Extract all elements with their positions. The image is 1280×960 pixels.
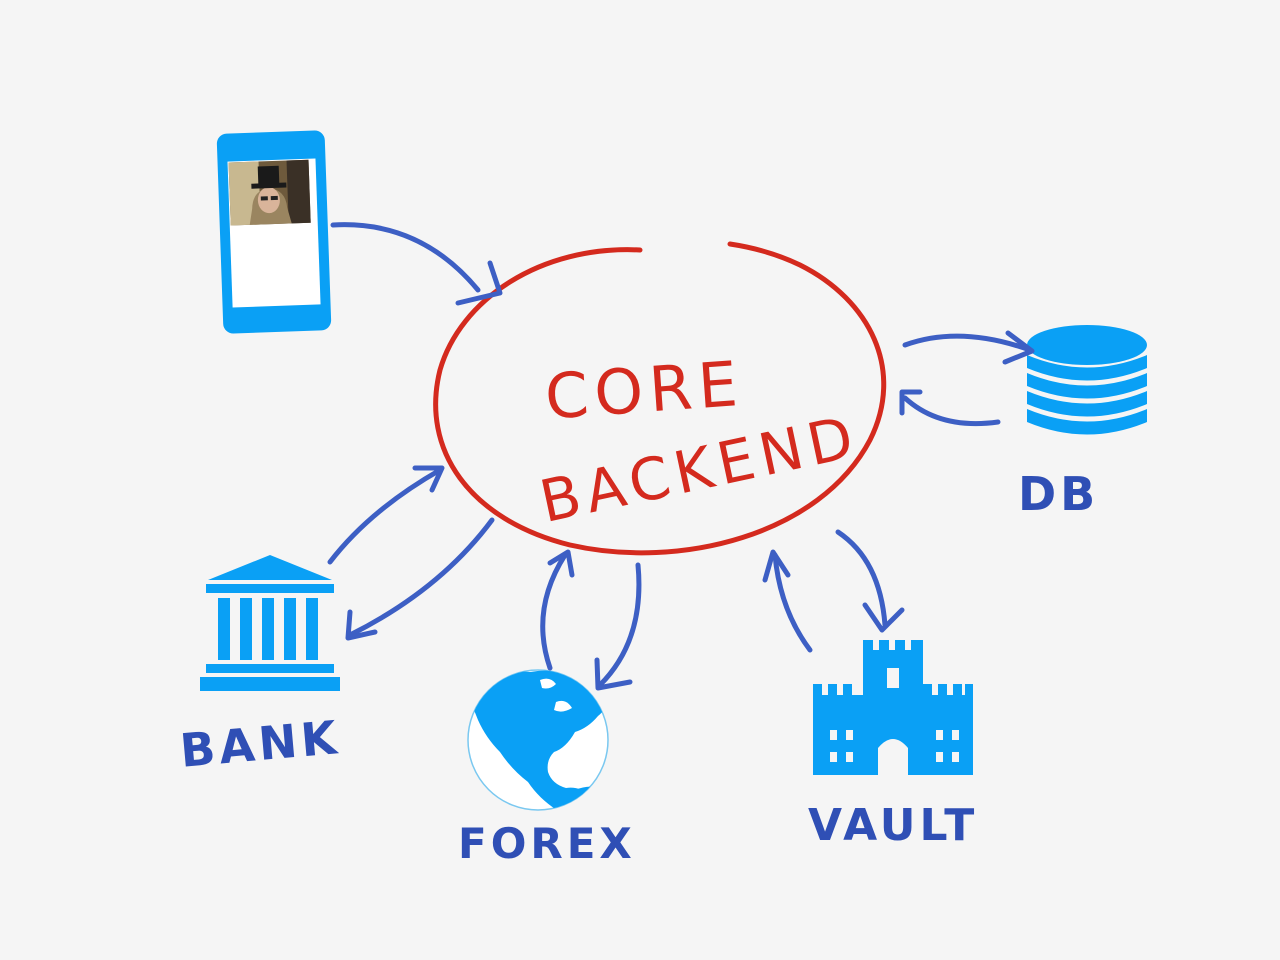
core-ring	[433, 241, 887, 556]
arrow-phone-to-core	[330, 222, 503, 306]
phone-icon	[216, 130, 332, 334]
vault-node: VAULT	[808, 640, 978, 851]
bank-node: BANK	[178, 555, 343, 778]
phone-node	[216, 130, 332, 334]
forex-label: FOREX	[458, 819, 636, 868]
arrow-bank-to-core	[327, 465, 445, 565]
arrow-forex-to-core	[540, 549, 575, 671]
database-icon	[1027, 325, 1147, 435]
db-label: DB	[1018, 467, 1099, 521]
arrow-core-to-vault	[835, 529, 905, 633]
bank-icon	[200, 555, 340, 691]
core-label-line1: CORE	[543, 347, 746, 434]
vault-label: VAULT	[808, 800, 978, 851]
arrow-core-to-bank	[345, 517, 495, 641]
arrow-vault-to-core	[762, 549, 813, 653]
core-backend-node: CORE BACKEND	[433, 241, 887, 556]
globe-icon	[467, 669, 609, 811]
arrow-core-to-db	[902, 330, 1035, 365]
arrow-core-to-forex	[594, 562, 642, 691]
user-avatar	[228, 159, 311, 226]
db-node: DB	[1018, 325, 1147, 521]
forex-node: FOREX	[458, 669, 636, 868]
castle-icon	[813, 640, 973, 775]
arrow-db-to-core	[899, 389, 1001, 427]
arrows	[327, 222, 1035, 691]
bank-label: BANK	[178, 710, 343, 778]
